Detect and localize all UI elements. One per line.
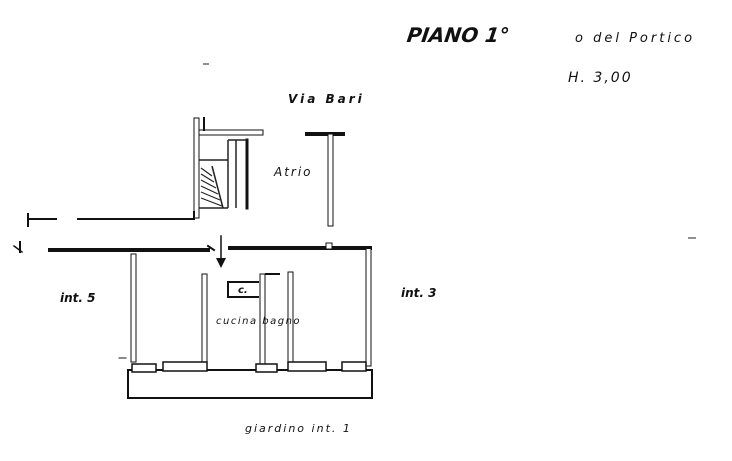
- unit-int-3-walls: [359, 247, 372, 367]
- staircase: [193, 117, 264, 219]
- plan-title: PIANO 1°: [405, 23, 510, 47]
- unit-int-5-label: int. 5: [60, 291, 95, 305]
- plan-title-suffix: o del Portico: [575, 31, 695, 46]
- kitchen-bath-label: cucina bagno: [216, 316, 301, 327]
- unit-int-3-label: int. 3: [401, 286, 436, 300]
- atrium-right-wall: [305, 132, 345, 227]
- wc-label: c.: [238, 285, 248, 296]
- garden-label: giardino int. 1: [245, 422, 352, 435]
- entrance-arrow-icon: [216, 235, 226, 268]
- floor-height-label: H. 3,00: [568, 70, 633, 86]
- unit-int-5-walls: [118, 253, 137, 363]
- street-label: Via Bari: [288, 92, 365, 106]
- corridor-wall: [12, 241, 372, 254]
- portico-facade: [127, 361, 373, 399]
- atrium-label: Atrio: [273, 165, 313, 179]
- frontage-line: [27, 211, 195, 227]
